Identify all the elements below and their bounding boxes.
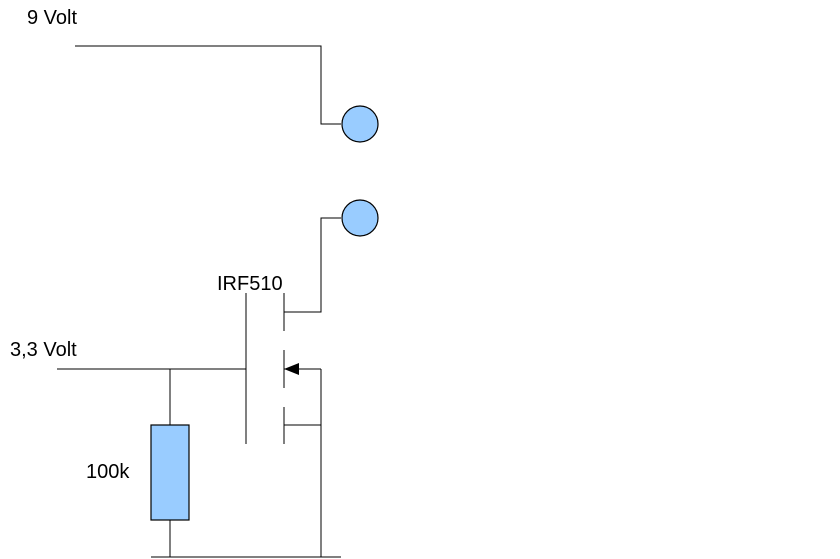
mosfet-icon	[245, 293, 321, 444]
terminal-bottom-icon	[341, 199, 379, 237]
label-100k: 100k	[86, 461, 130, 483]
terminal-top-icon	[341, 105, 379, 143]
label-irf510: IRF510	[217, 273, 283, 295]
wire-drain	[284, 217, 341, 313]
label-9-volt: 9 Volt	[27, 7, 77, 29]
wire-9-volt	[75, 45, 341, 125]
label-3-3-volt: 3,3 Volt	[10, 339, 77, 361]
resistor-icon	[150, 424, 190, 521]
arrow-left-icon	[284, 363, 299, 375]
